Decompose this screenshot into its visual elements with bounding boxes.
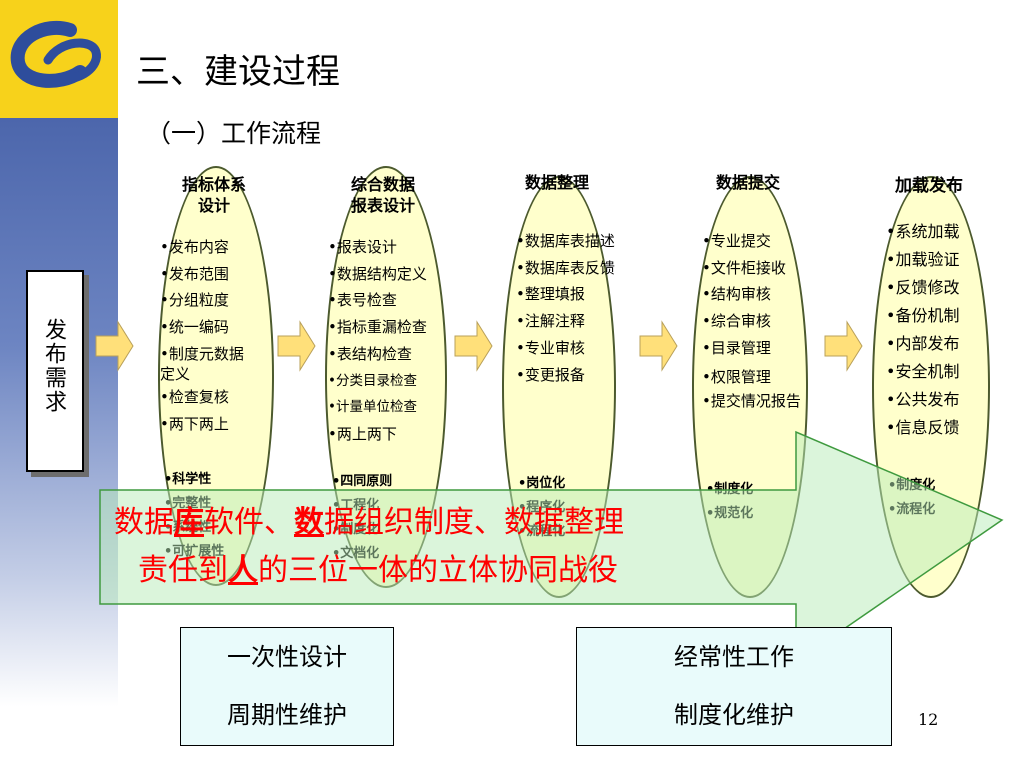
- list-item: •信息反馈: [886, 418, 960, 437]
- list-item: •综合审核: [702, 312, 771, 331]
- list-item: •公共发布: [886, 390, 960, 409]
- list-item: •权限管理: [702, 367, 771, 386]
- list-item: •数据库表描述: [516, 232, 615, 250]
- stage-2-title: 综合数据报表设计: [350, 175, 415, 215]
- list-item: •加载验证: [886, 250, 960, 269]
- list-item: •指标重漏检查: [328, 318, 427, 337]
- page-title: 三、建设过程: [136, 52, 340, 92]
- banner-line-1: 数据库软件、数据组织制度、数据整理: [114, 505, 624, 540]
- bottom-right-box: 经常性工作 制度化维护: [576, 627, 892, 746]
- requirement-box: 发布需求: [26, 270, 84, 472]
- flow-arrow-icon: [277, 320, 316, 372]
- list-item: •计量单位检查: [328, 399, 417, 416]
- list-item: •结构审核: [702, 285, 771, 304]
- list-item: •反馈修改: [886, 278, 960, 297]
- flow-arrow-icon: [824, 320, 863, 372]
- list-item: •分类目录检查: [328, 372, 417, 389]
- list-item: •提交情况报告: [702, 391, 801, 410]
- flow-arrow-icon: [454, 320, 493, 372]
- list-item: •备份机制: [886, 306, 960, 325]
- list-item: •发布范围: [160, 264, 229, 283]
- list-item: •专业审核: [516, 338, 585, 357]
- list-item: •两上两下: [328, 424, 397, 443]
- stage-2-items: •报表设计 •数据结构定义 •表号检查 •指标重漏检查 •表结构检查 •分类目录…: [328, 234, 427, 448]
- list-item: •发布内容: [160, 238, 229, 256]
- list-item: •系统加载: [886, 222, 960, 241]
- list-item: •数据结构定义: [328, 264, 427, 283]
- list-item: •文件柜接收: [702, 258, 786, 277]
- list-item: •安全机制: [886, 362, 960, 381]
- page-subtitle: （一）工作流程: [146, 119, 322, 148]
- bottom-left-line-2: 周期性维护: [227, 701, 347, 729]
- list-item: •表结构检查: [328, 344, 412, 363]
- list-item: •整理填报: [516, 285, 585, 304]
- bottom-left-box: 一次性设计 周期性维护: [180, 627, 394, 746]
- page-number: 12: [918, 710, 939, 729]
- list-item: •数据库表反馈: [516, 258, 615, 277]
- logo: [0, 0, 118, 118]
- logo-emblem-icon: [10, 20, 101, 88]
- bottom-right-line-2: 制度化维护: [674, 701, 794, 729]
- list-item: •分组粒度: [160, 291, 229, 310]
- stage-4-items: •专业提交 •文件柜接收 •结构审核 •综合审核 •目录管理 •权限管理 •提交…: [702, 228, 801, 410]
- flow-arrow-icon: [639, 320, 678, 372]
- list-item: •目录管理: [702, 338, 771, 357]
- stage-1-title: 指标体系设计: [181, 175, 246, 215]
- list-item: •检查复核: [160, 387, 229, 406]
- list-item: •两下两上: [160, 414, 229, 433]
- big-arrow-icon: [99, 430, 1004, 664]
- list-item: •表号检查: [328, 291, 397, 310]
- list-item: •报表设计: [328, 238, 397, 256]
- list-item: •注解注释: [516, 312, 585, 331]
- stage-3-title: 数据整理: [524, 173, 589, 192]
- list-item: •四同原则: [332, 474, 393, 489]
- list-item: •科学性: [164, 472, 212, 487]
- stage-4-title: 数据提交: [715, 173, 780, 192]
- flow-arrow-icon: [95, 320, 134, 372]
- stage-1-items: •发布内容 •发布范围 •分组粒度 •统一编码 •制度元数据 定义 •检查复核 …: [160, 234, 244, 437]
- list-item: •岗位化: [518, 476, 566, 491]
- stage-5-items: •系统加载 •加载验证 •反馈修改 •备份机制 •内部发布 •安全机制 •公共发…: [886, 218, 959, 442]
- list-item: •专业提交: [702, 232, 771, 250]
- list-item: •变更报备: [516, 365, 585, 384]
- list-item: 定义: [160, 364, 191, 383]
- bottom-right-line-1: 经常性工作: [674, 643, 794, 671]
- list-item: •内部发布: [886, 334, 960, 353]
- list-item: •制度元数据: [160, 344, 244, 363]
- banner-line-2: 责任到人的三位一体的立体协同战役: [138, 553, 618, 588]
- requirement-label: 发布需求: [41, 318, 66, 414]
- stage-5-title: 加载发布: [895, 176, 963, 196]
- bottom-left-line-1: 一次性设计: [227, 643, 347, 671]
- stage-3-items: •数据库表描述 •数据库表反馈 •整理填报 •注解注释 •专业审核 •变更报备: [516, 228, 615, 388]
- list-item: •统一编码: [160, 318, 229, 337]
